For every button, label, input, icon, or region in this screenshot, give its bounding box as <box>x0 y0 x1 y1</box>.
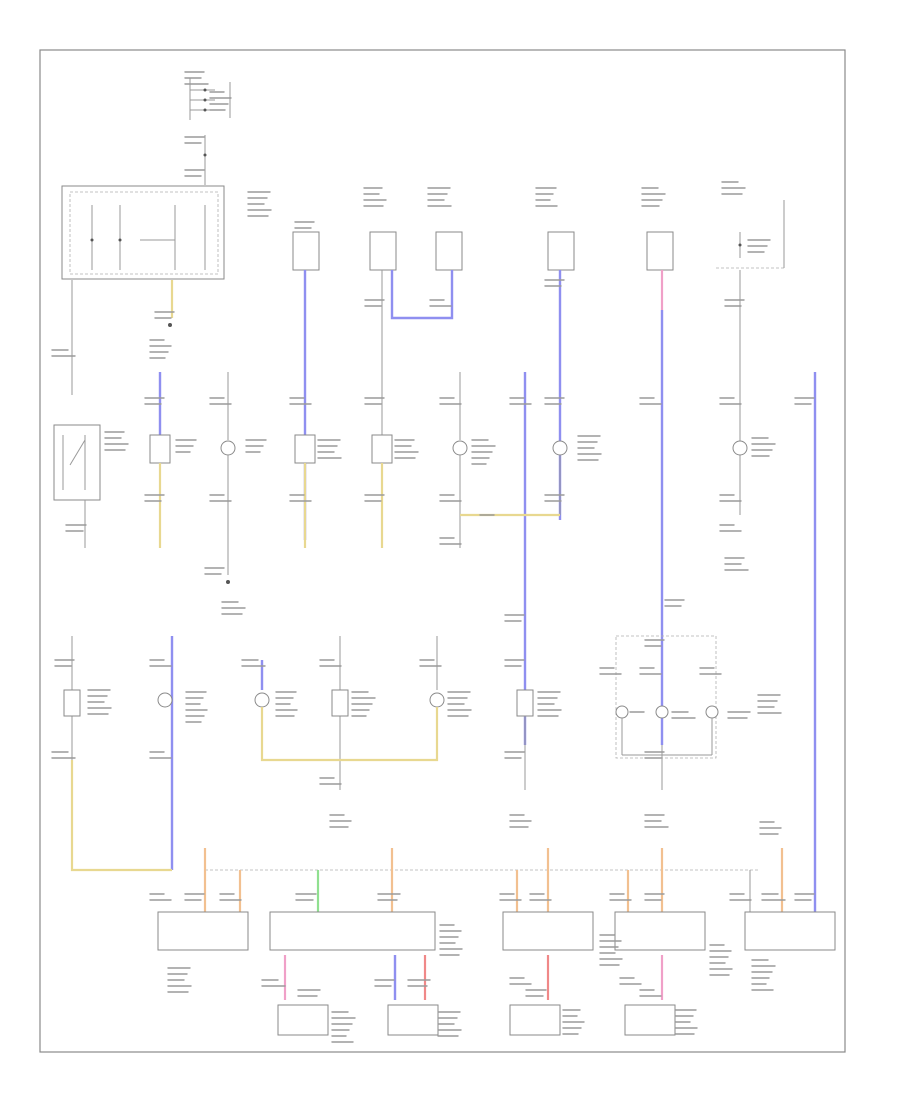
relay-group-low <box>615 635 719 759</box>
lamp-mid-8 <box>732 440 748 456</box>
lamp-low-5 <box>429 692 445 708</box>
module-bottom-4 <box>614 911 706 951</box>
switch-low-1 <box>63 689 81 717</box>
switch-mid-4 <box>294 434 316 464</box>
switch-mid-2 <box>149 434 171 464</box>
component-top-4 <box>547 231 575 271</box>
component-top-2 <box>369 231 397 271</box>
module-bottom-2 <box>269 911 436 951</box>
component-top-1 <box>292 231 320 271</box>
hazard-relay-box <box>61 185 225 280</box>
component-top-6 <box>716 200 785 269</box>
lamp-mid-3 <box>220 440 236 456</box>
component-top-5 <box>646 231 674 271</box>
module-bottom-3 <box>502 911 594 951</box>
switch-low-4 <box>331 689 349 717</box>
component-label-glyphs <box>51 71 815 1043</box>
module-bottom-1 <box>157 911 249 951</box>
module-sub-1 <box>277 1004 329 1036</box>
switch-low-6 <box>516 689 534 717</box>
module-sub-3 <box>509 1004 561 1036</box>
module-sub-4 <box>624 1004 676 1036</box>
module-bottom-5 <box>744 911 836 951</box>
lamp-low-2 <box>157 692 173 708</box>
middle-row-1 <box>53 424 101 501</box>
lamp-mid-7 <box>552 440 568 456</box>
switch-mid-5 <box>371 434 393 464</box>
lamp-mid-6 <box>452 440 468 456</box>
module-sub-2 <box>387 1004 439 1036</box>
diagram-frame <box>39 49 846 1053</box>
component-top-3 <box>435 231 463 271</box>
ignition-switch <box>189 78 231 185</box>
lamp-low-3 <box>254 692 270 708</box>
